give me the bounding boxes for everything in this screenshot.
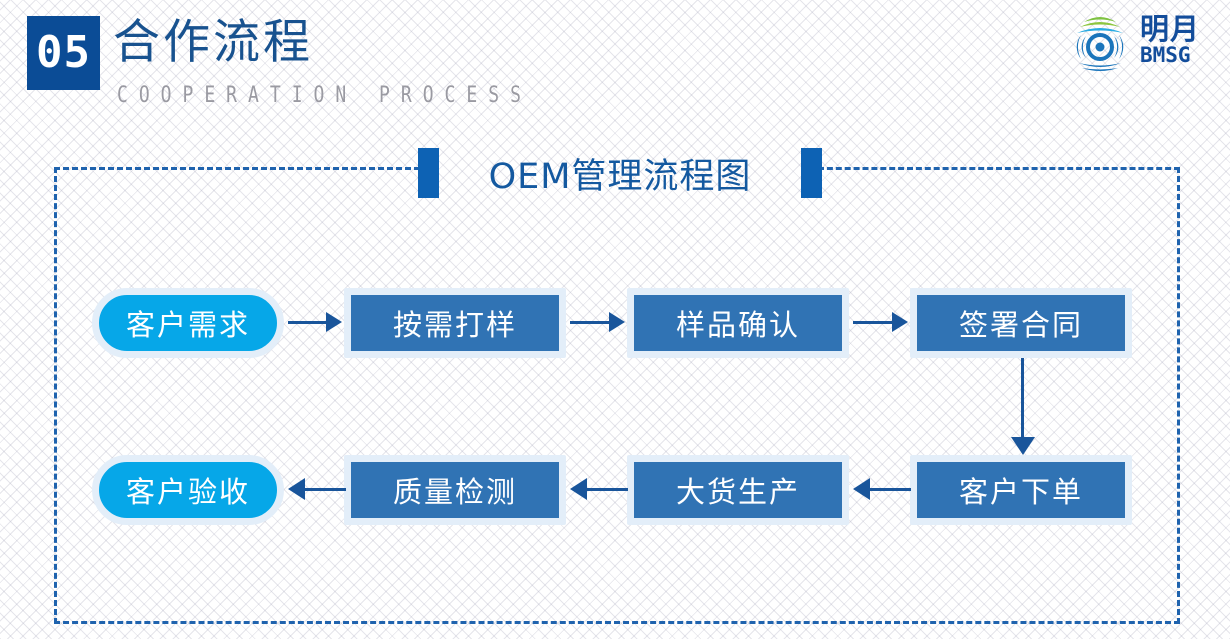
logo-name-en: BMSG [1140, 43, 1191, 68]
chart-title-group: OEM管理流程图 [418, 146, 822, 200]
arrow-right-icon [892, 312, 908, 332]
connector-line [570, 321, 612, 324]
title-bar-left-icon [418, 148, 439, 198]
arrow-left-icon [853, 478, 870, 500]
frame-edge-bottom [54, 621, 1180, 624]
connector-line [869, 488, 911, 491]
chart-title: OEM管理流程图 [488, 156, 752, 197]
flow-node-sample-confirmation[interactable]: 样品确认 [627, 288, 849, 358]
frame-edge-top-left [54, 167, 420, 170]
flow-node-sign-contract[interactable]: 签署合同 [910, 288, 1132, 358]
section-number-badge: 05 [27, 16, 100, 90]
frame-edge-top-right [818, 167, 1180, 170]
connector-line [853, 321, 895, 324]
arrow-right-icon [609, 312, 625, 332]
connector-line [1021, 358, 1024, 445]
frame-edge-right [1177, 167, 1180, 624]
arrow-left-icon [288, 478, 305, 500]
flow-node-customer-requirement[interactable]: 客户需求 [92, 288, 284, 358]
flow-node-quality-inspection[interactable]: 质量检测 [344, 455, 566, 525]
page-subtitle: COOPERATION PROCESS [117, 82, 532, 109]
flow-node-bulk-production[interactable]: 大货生产 [627, 455, 849, 525]
frame-edge-left [54, 167, 57, 624]
globe-logo-icon [1066, 8, 1134, 76]
flow-node-customer-acceptance[interactable]: 客户验收 [92, 455, 284, 525]
slide-header: 05 合作流程 COOPERATION PROCESS [0, 0, 1230, 118]
arrow-right-icon [326, 312, 342, 332]
connector-line [288, 321, 330, 324]
title-bar-right-icon [801, 148, 822, 198]
arrow-down-icon [1011, 437, 1035, 455]
flow-node-customer-order[interactable]: 客户下单 [910, 455, 1132, 525]
logo-wordmark: 明月 BMSG [1140, 12, 1218, 68]
arrow-left-icon [570, 478, 587, 500]
logo-name-cn: 明月 [1140, 12, 1201, 46]
connector-line [304, 488, 346, 491]
flow-node-sampling-on-demand[interactable]: 按需打样 [344, 288, 566, 358]
brand-logo: 明月 BMSG [1066, 8, 1218, 76]
page-title: 合作流程 [113, 15, 313, 70]
content-frame [54, 167, 1180, 624]
connector-line [586, 488, 628, 491]
